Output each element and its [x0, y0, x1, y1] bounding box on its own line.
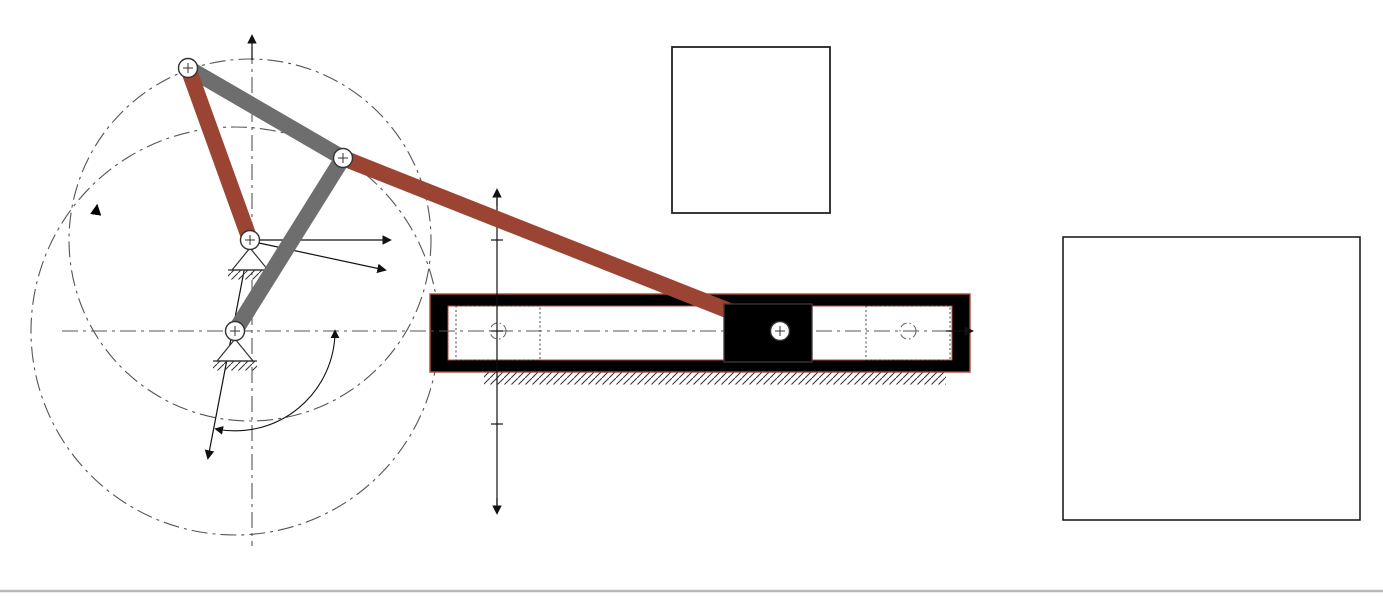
chart-frame [1062, 236, 1361, 521]
slider-velocity-chart [1062, 236, 1361, 521]
linkage-links [180, 60, 788, 339]
omega2-rotation-arrow [90, 203, 102, 216]
coordinate-axes [204, 34, 974, 460]
support-O4-triangle [215, 338, 255, 362]
angle-arc [214, 329, 340, 435]
slider-limit-positions [455, 305, 951, 361]
ghost-pin-left [489, 322, 507, 340]
link-3 [180, 60, 351, 166]
slider-ghost-right [865, 305, 951, 361]
support-O4 [213, 338, 257, 371]
slider-block [723, 303, 813, 363]
crank-path-circles [30, 58, 440, 536]
ghost-pin-right [899, 322, 917, 340]
pivot-O4 [224, 320, 246, 342]
support-O2-triangle [230, 247, 270, 271]
joint-B [332, 147, 354, 169]
joint-A [177, 57, 199, 79]
pivot-O2 [239, 229, 261, 251]
link-5 [335, 150, 788, 339]
link-4 [227, 150, 351, 339]
overlay-velocity-axis [491, 188, 503, 515]
vc-vs-s-leader [710, 458, 731, 489]
slider-track [429, 293, 971, 385]
support-O2-hatch [228, 270, 272, 280]
link-lengths-box [671, 46, 831, 214]
support-O4-hatch [213, 361, 257, 371]
link-2 [180, 60, 258, 248]
revolute-joints [177, 57, 791, 342]
link-lengths-border [671, 46, 831, 214]
ground-hatch [484, 372, 946, 385]
slider-ghost-left [455, 305, 541, 361]
track-channel [447, 305, 953, 361]
joint-C [769, 320, 791, 342]
margin-circle-fragment [0, 288, 12, 320]
